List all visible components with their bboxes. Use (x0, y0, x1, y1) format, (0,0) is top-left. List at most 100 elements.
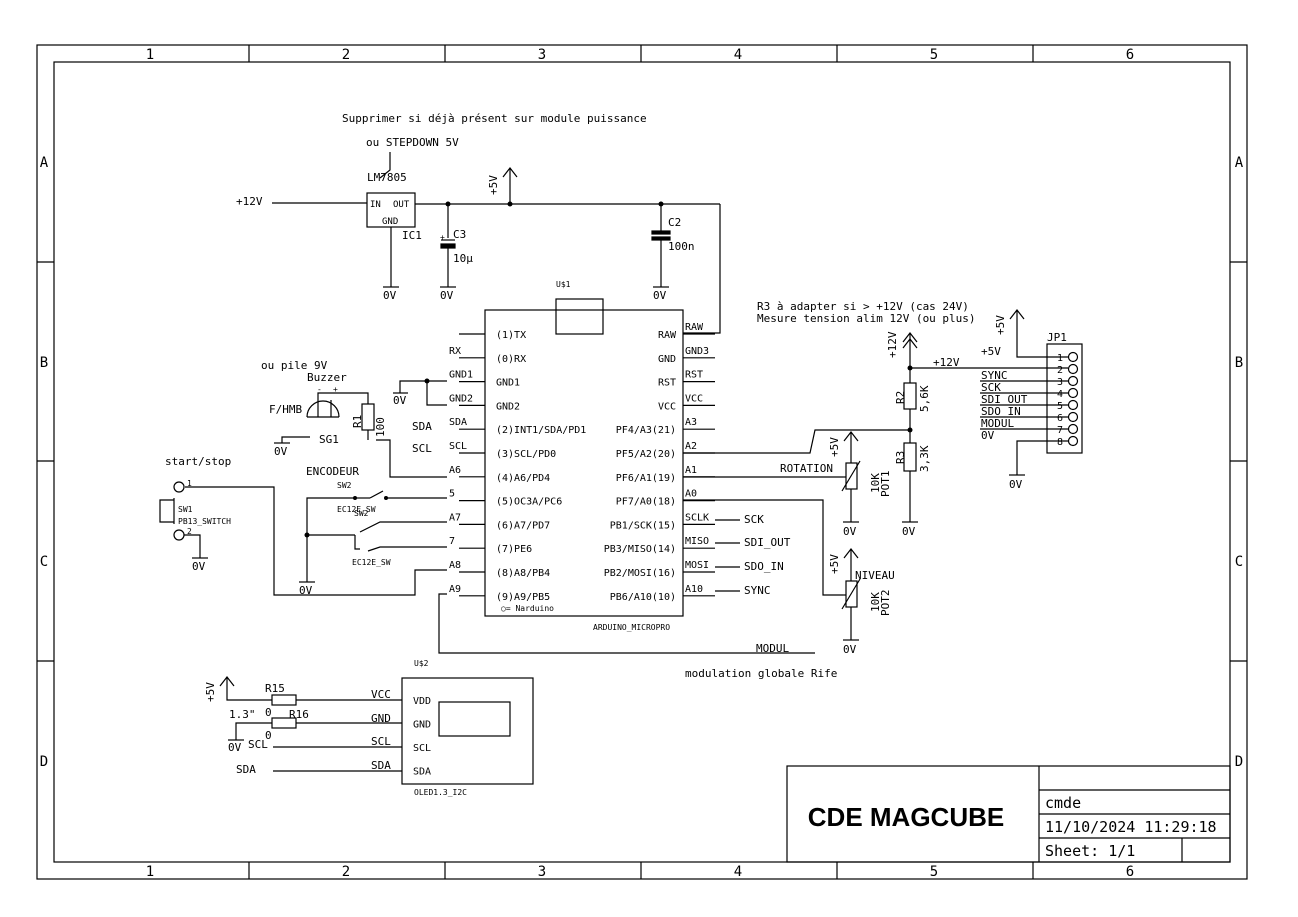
u1-pin-left: GND1 (496, 378, 520, 389)
tb-date: 11/10/2024 11:29:18 (1045, 818, 1217, 836)
u1-net-right: MISO (685, 536, 709, 547)
net-sdi-out: SDI_OUT (744, 536, 791, 549)
note-r3-1: R3 à adapter si > +12V (cas 24V) (757, 300, 969, 313)
u2-ref: U$2 (414, 659, 429, 668)
jp1-pin-label: SDI_OUT (981, 393, 1028, 406)
u2-pin: VDD (413, 696, 431, 707)
u1-net-left: SDA (449, 417, 467, 428)
net-modul: MODUL (756, 642, 789, 655)
u1-net-left: A8 (449, 560, 461, 571)
jp1-pin-num: 3 (1057, 377, 1063, 388)
ic1-name: LM7805 (367, 171, 407, 184)
net-vcc: VCC (371, 688, 391, 701)
r16-value: 0 (265, 729, 272, 742)
net-scl: SCL (412, 442, 432, 455)
note-stepdown: ou STEPDOWN 5V (366, 136, 459, 149)
ic1-ref: IC1 (402, 229, 422, 242)
sw1-part: PB13_SWITCH (178, 517, 231, 526)
r3-ref: R3 (894, 451, 907, 464)
row-label: C (40, 554, 48, 570)
u1-pin-left: (9)A9/PB5 (496, 592, 550, 603)
jp1-pin-hole (1067, 435, 1079, 447)
jp1-pin-num: 2 (1057, 365, 1063, 376)
note-r3-2: Mesure tension alim 12V (ou plus) (757, 312, 976, 325)
jp1-pin-label: SCK (981, 381, 1001, 394)
ic1-out: OUT (393, 200, 410, 210)
jp1-ref: JP1 (1047, 331, 1067, 344)
jp1-pin-hole (1067, 363, 1079, 375)
c2-ref: C2 (668, 216, 681, 229)
u1-pin-left: (1)TX (496, 330, 526, 341)
u1-net-left: 7 (449, 536, 455, 547)
row-label: D (1235, 754, 1243, 770)
r1-value: 100 (374, 417, 387, 437)
u1-pin-left: (2)INT1/SDA/PD1 (496, 425, 586, 436)
gnd-label: 0V (393, 394, 407, 407)
pot2: +5V 0V 10K POT2 (828, 548, 892, 656)
r15-ref: R15 (265, 682, 285, 695)
col-label: 5 (930, 864, 938, 880)
u1-ref: U$1 (556, 280, 571, 289)
title: CDE MAGCUBE (808, 802, 1004, 832)
row-label: C (1235, 554, 1243, 570)
col-label: 6 (1126, 864, 1134, 880)
right-connections: SCK SDI_OUT SDO_IN SYNC MODUL modulation… (683, 429, 910, 680)
jp1-pin-hole (1067, 351, 1079, 363)
pot1-ref: POT1 (879, 471, 892, 498)
gnd-label: 0V (843, 525, 857, 538)
buzzer-label: Buzzer (307, 371, 347, 384)
u1-net-right: A2 (685, 441, 697, 452)
r15-value: 0 (265, 706, 272, 719)
sw2a-part: EC12E_SW (337, 505, 376, 514)
col-label: 1 (146, 864, 154, 880)
jp1-pin-label: +5V (981, 345, 1001, 358)
gnd-label: 0V (1009, 478, 1023, 491)
u1-net-right: VCC (685, 393, 703, 404)
net-in12: +12V (236, 195, 263, 208)
net-sdo-in: SDO_IN (744, 560, 784, 573)
u1-usb (555, 298, 604, 335)
r15-body (271, 694, 297, 706)
jp1-pin-num: 8 (1057, 437, 1063, 448)
u1-net-left: RX (449, 346, 461, 357)
gnd-label: 0V (299, 584, 313, 597)
row-label: A (1235, 155, 1244, 171)
net-rotation: ROTATION (780, 462, 833, 475)
u1-pin-left: (7)PE6 (496, 544, 532, 555)
net-sync: SYNC (744, 584, 771, 597)
pot1: +5V 0V 10K POT1 (828, 431, 892, 538)
net-sck: SCK (744, 513, 764, 526)
note-supprimer: Supprimer si déjà présent sur module pui… (342, 112, 647, 125)
col-label: 4 (734, 864, 742, 880)
u1-net-left: A9 (449, 584, 461, 595)
buzzer-section: ou pile 9V Buzzer - + F/HMB SG1 0V R1 10… (261, 359, 387, 458)
net-niveau: NIVEAU (855, 569, 895, 582)
gnd-label: 0V (274, 445, 288, 458)
jp1-pin-num: 6 (1057, 413, 1063, 424)
buzzer-plus: + (333, 385, 338, 394)
title-block: CDE MAGCUBE cmde 11/10/2024 11:29:18 She… (786, 765, 1231, 863)
jp1-pin-hole (1067, 423, 1079, 435)
col-label: 3 (538, 47, 546, 63)
pot2-ref: POT2 (879, 590, 892, 617)
u1-net-right: A0 (685, 489, 697, 500)
c3-ref: C3 (453, 228, 466, 241)
u1-net-right: A10 (685, 584, 703, 595)
net-sda: SDA (371, 759, 391, 772)
net-sda: SDA (412, 420, 432, 433)
u1-pin-right: PF6/A1(19) (616, 473, 676, 484)
u2-part: OLED1.3_I2C (414, 788, 467, 797)
c3-value: 10µ (453, 252, 473, 265)
u1-pin-left: (4)A6/PD4 (496, 473, 550, 484)
oled-size: 1.3" (229, 708, 256, 721)
gnd-label: 0V (228, 741, 242, 754)
r3-value: 3,3K (918, 445, 931, 472)
u1-pin-right: VCC (658, 401, 676, 412)
jp1-body (1046, 343, 1083, 454)
pot1-value: 10K (869, 473, 882, 493)
gnd-label: 0V (192, 560, 206, 573)
u1-pin-right: PB3/MISO(14) (604, 544, 676, 555)
r2-value: 5,6K (918, 385, 931, 412)
u1-pin-right: PB6/A10(10) (610, 592, 676, 603)
